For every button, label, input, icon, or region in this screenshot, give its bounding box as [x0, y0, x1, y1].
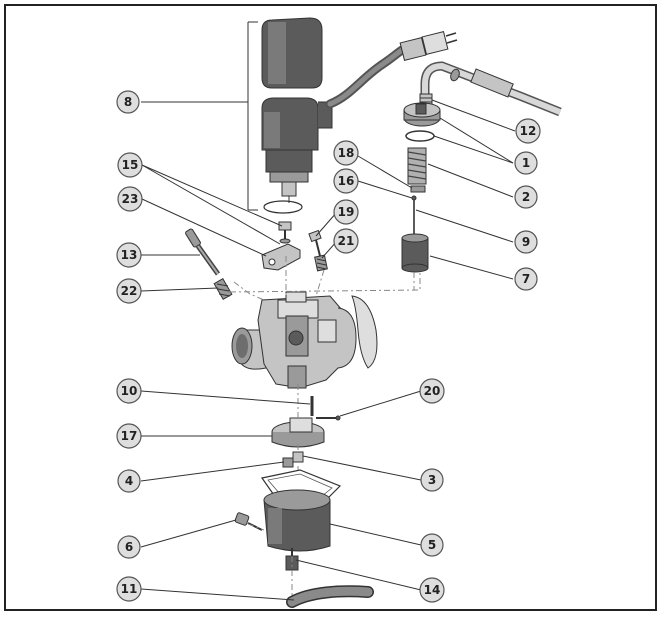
callout-21: 21 — [333, 228, 359, 254]
svg-text:12: 12 — [520, 124, 537, 138]
callout-4: 4 — [117, 469, 141, 493]
idle-spring — [314, 254, 328, 272]
callout-11: 11 — [116, 576, 142, 602]
callout-2: 2 — [514, 185, 538, 209]
callout-22: 22 — [116, 278, 142, 304]
callout-19: 19 — [333, 199, 359, 225]
svg-text:3: 3 — [428, 473, 436, 487]
callout-5: 5 — [420, 533, 444, 557]
mixture-spring — [213, 278, 233, 300]
svg-text:16: 16 — [338, 174, 355, 188]
svg-text:13: 13 — [121, 248, 138, 262]
svg-text:19: 19 — [338, 205, 355, 219]
svg-text:22: 22 — [121, 284, 138, 298]
cover — [403, 102, 441, 142]
callout-14: 14 — [419, 577, 445, 603]
svg-text:6: 6 — [125, 540, 133, 554]
bracket — [261, 243, 301, 271]
svg-text:8: 8 — [124, 95, 132, 109]
float — [271, 417, 325, 448]
svg-text:1: 1 — [522, 156, 530, 170]
callout-13: 13 — [116, 242, 142, 268]
clip — [411, 195, 417, 201]
svg-text:11: 11 — [121, 582, 138, 596]
spring — [407, 147, 427, 185]
callout-3: 3 — [420, 468, 444, 492]
svg-text:5: 5 — [428, 538, 436, 552]
svg-text:4: 4 — [125, 474, 133, 488]
svg-text:20: 20 — [424, 384, 441, 398]
bowl-screw — [234, 512, 263, 531]
svg-text:14: 14 — [424, 583, 441, 597]
callout-6: 6 — [117, 535, 141, 559]
callout-17: 17 — [116, 423, 142, 449]
main-jet — [282, 457, 294, 468]
slide — [401, 233, 429, 273]
idle-screw — [308, 229, 322, 257]
callout-18: 18 — [333, 140, 359, 166]
callout-23: 23 — [117, 186, 143, 212]
callout-8: 8 — [116, 90, 140, 114]
svg-text:15: 15 — [122, 158, 139, 172]
float-needle — [316, 415, 341, 421]
carburetor-body — [231, 291, 378, 389]
callout-15: 15 — [117, 152, 143, 178]
float-bowl — [260, 469, 342, 552]
svg-text:17: 17 — [121, 429, 138, 443]
svg-text:21: 21 — [338, 234, 355, 248]
callout-1: 1 — [514, 151, 538, 175]
callout-10: 10 — [116, 378, 142, 404]
callout-20: 20 — [419, 378, 445, 404]
frame-border — [4, 4, 657, 611]
mixture-screw — [185, 228, 221, 276]
svg-text:18: 18 — [338, 146, 355, 160]
assembly-lines — [229, 256, 421, 596]
screw — [278, 221, 292, 244]
callout-7: 7 — [514, 267, 538, 291]
callout-9: 9 — [514, 230, 538, 254]
coil-assembly — [261, 17, 458, 214]
callout-12: 12 — [515, 118, 541, 144]
leader-lines — [140, 21, 516, 601]
svg-text:23: 23 — [122, 192, 139, 206]
svg-text:7: 7 — [522, 272, 530, 286]
callout-16: 16 — [333, 168, 359, 194]
throttle-cable — [420, 61, 562, 120]
spring-seat — [410, 185, 426, 193]
svg-text:9: 9 — [522, 235, 530, 249]
svg-text:10: 10 — [121, 384, 138, 398]
jet-holder — [292, 451, 304, 463]
svg-text:2: 2 — [522, 190, 530, 204]
